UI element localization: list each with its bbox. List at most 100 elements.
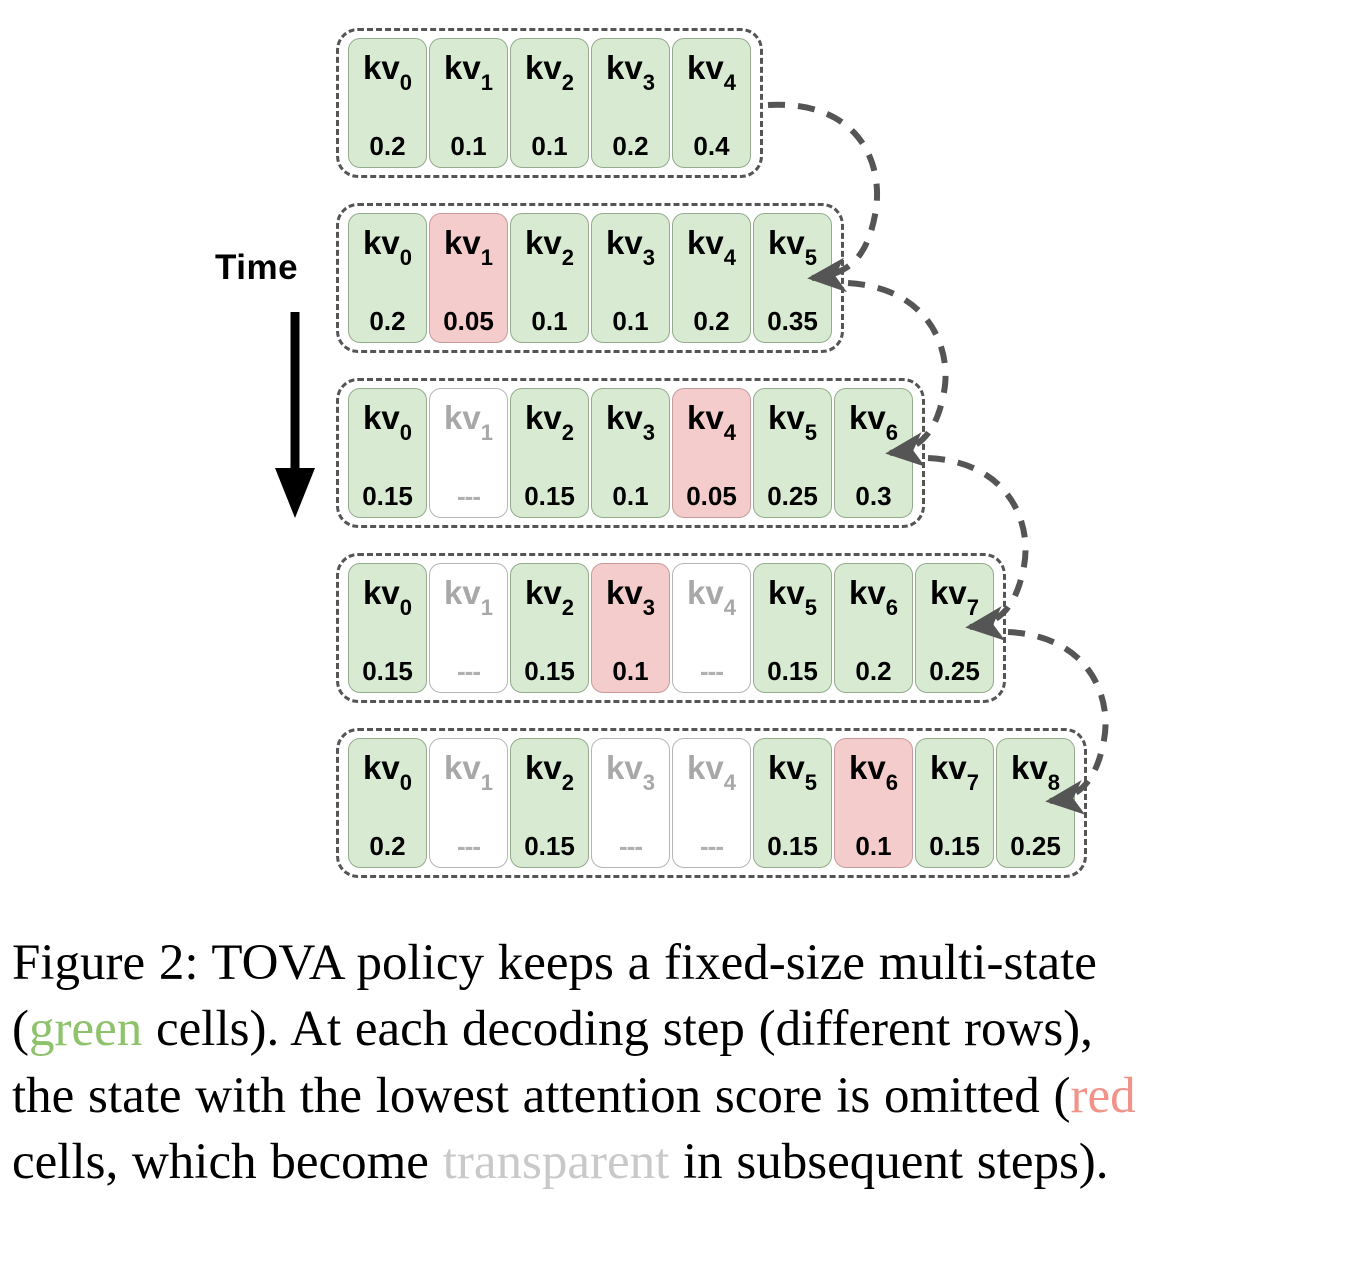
kv-cell-attention-score: 0.1 xyxy=(450,131,487,161)
kv-cell-3-red: kv3 0.1 xyxy=(591,563,670,693)
kv-cell-4-transparent: kv4--- xyxy=(672,563,751,693)
kv-cell-label: kv5 xyxy=(768,749,817,795)
kv-cell-index: 1 xyxy=(480,70,493,95)
kv-cell-attention-score: 0.1 xyxy=(612,481,649,511)
caption-segment-green: green xyxy=(28,1001,143,1058)
caption-segment-red: red xyxy=(1070,1067,1136,1124)
kv-cell-index: 1 xyxy=(480,595,493,620)
kv-cell-index: 0 xyxy=(399,770,412,795)
kv-cell-attention-score: 0.05 xyxy=(686,481,737,511)
kv-cell-0-green: kv0 0.15 xyxy=(348,388,427,518)
kv-cell-1-transparent: kv1--- xyxy=(429,563,508,693)
kv-cell-attention-score: 0.15 xyxy=(929,831,980,861)
kv-cell-label: kv4 xyxy=(687,49,736,95)
kv-cell-attention-score: 0.15 xyxy=(362,481,413,511)
kv-cell-attention-score: 0.3 xyxy=(855,481,892,511)
kv-cell-label: kv2 xyxy=(525,399,574,445)
kv-cell-label: kv3 xyxy=(606,574,655,620)
kv-cell-label: kv6 xyxy=(849,399,898,445)
kv-cell-label: kv6 xyxy=(849,574,898,620)
kv-cell-6-green: kv6 0.3 xyxy=(834,388,913,518)
caption-segment: ( xyxy=(12,1001,29,1058)
kv-cell-index: 7 xyxy=(966,770,979,795)
kv-cell-index: 2 xyxy=(561,70,574,95)
caption-segment: Figure 2: TOVA policy keeps a fixed-size… xyxy=(12,935,1097,991)
caption-line-1: Figure 2: TOVA policy keeps a fixed-size… xyxy=(12,930,1360,996)
kv-cell-label: kv3 xyxy=(606,224,655,270)
kv-cell-label: kv2 xyxy=(525,574,574,620)
kv-cell-attention-score: 0.2 xyxy=(369,306,406,336)
kv-cell-index: 0 xyxy=(399,70,412,95)
kv-cell-attention-score: 0.25 xyxy=(767,481,818,511)
kv-cell-index: 4 xyxy=(723,420,736,445)
kv-cell-index: 3 xyxy=(642,245,655,270)
caption-segment: the state with the lowest attention scor… xyxy=(12,1067,1071,1124)
kv-cell-index: 4 xyxy=(723,70,736,95)
kv-cell-index: 0 xyxy=(399,420,412,445)
kv-cell-index: 5 xyxy=(804,595,817,620)
kv-cell-label: kv8 xyxy=(1011,749,1060,795)
kv-cell-4-transparent: kv4--- xyxy=(672,738,751,868)
kv-cell-index: 6 xyxy=(885,770,898,795)
caption-segment: cells). At each decoding step (different… xyxy=(142,1001,1093,1058)
kv-cell-label: kv2 xyxy=(525,49,574,95)
kv-cell-label: kv0 xyxy=(363,399,412,445)
kv-cell-attention-score: 0.2 xyxy=(612,131,649,161)
kv-cell-label: kv1 xyxy=(444,399,493,445)
kv-cell-index: 3 xyxy=(642,595,655,620)
caption-line-4: cells, which become transparent in subse… xyxy=(12,1129,1360,1195)
kv-cell-label: kv0 xyxy=(363,574,412,620)
kv-cell-attention-score: --- xyxy=(700,656,724,686)
kv-cell-label: kv1 xyxy=(444,224,493,270)
kv-cell-label: kv4 xyxy=(687,749,736,795)
kv-cell-index: 5 xyxy=(804,420,817,445)
caption-line-3: the state with the lowest attention scor… xyxy=(12,1063,1360,1129)
kv-cell-4-green: kv4 0.4 xyxy=(672,38,751,168)
kv-cell-index: 3 xyxy=(642,70,655,95)
kv-cell-label: kv3 xyxy=(606,399,655,445)
kv-cell-index: 4 xyxy=(723,595,736,620)
caption-line-2: (green cells). At each decoding step (di… xyxy=(12,996,1360,1062)
kv-cell-attention-score: 0.2 xyxy=(855,656,892,686)
kv-cell-attention-score: 0.4 xyxy=(693,131,730,161)
kv-cell-label: kv1 xyxy=(444,49,493,95)
kv-cell-index: 0 xyxy=(399,245,412,270)
kv-cell-attention-score: 0.25 xyxy=(929,656,980,686)
kv-cell-label: kv7 xyxy=(930,749,979,795)
kv-cell-3-transparent: kv3--- xyxy=(591,738,670,868)
kv-cell-attention-score: 0.2 xyxy=(693,306,730,336)
kv-cell-index: 3 xyxy=(642,770,655,795)
kv-cell-attention-score: 0.1 xyxy=(612,656,649,686)
kv-cell-attention-score: 0.1 xyxy=(531,131,568,161)
kv-cell-1-green: kv1 0.1 xyxy=(429,38,508,168)
kv-cell-attention-score: --- xyxy=(457,481,481,511)
kv-cell-index: 5 xyxy=(804,770,817,795)
kv-cell-index: 2 xyxy=(561,245,574,270)
kv-cell-index: 2 xyxy=(561,770,574,795)
kv-cell-attention-score: 0.35 xyxy=(767,306,818,336)
kv-cell-label: kv4 xyxy=(687,399,736,445)
kv-cell-3-green: kv3 0.1 xyxy=(591,388,670,518)
kv-cell-label: kv3 xyxy=(606,749,655,795)
kv-cell-attention-score: 0.15 xyxy=(524,831,575,861)
figure-caption: Figure 2: TOVA policy keeps a fixed-size… xyxy=(12,930,1360,1195)
